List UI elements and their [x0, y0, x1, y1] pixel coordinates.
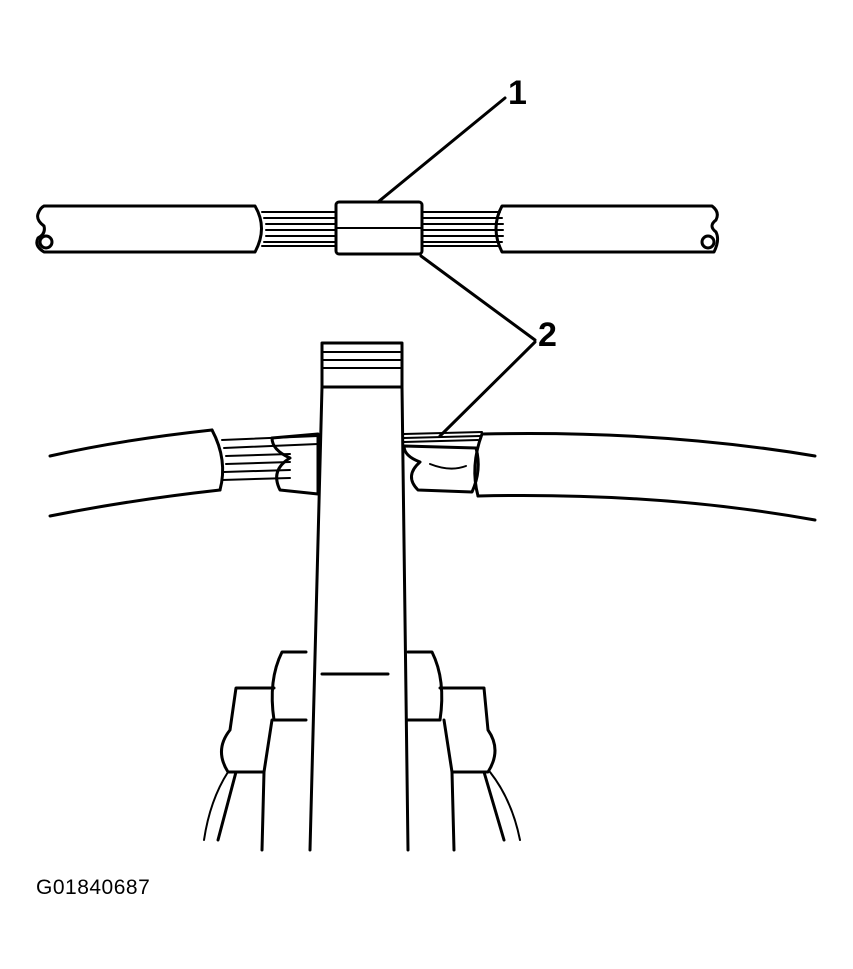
- leader-2a: [419, 254, 537, 342]
- left-wire-end: [38, 234, 54, 250]
- right-crimp-sleeve: [402, 444, 480, 494]
- right-exposed-strands: [421, 211, 504, 247]
- tool-jaw-tip: [320, 341, 404, 389]
- left-wire-bottom-edge: [48, 488, 222, 518]
- tool-right-handle: [450, 770, 506, 852]
- wire-being-crimped: [48, 428, 817, 522]
- left-exposed-strands: [261, 211, 337, 247]
- right-wire-bottom-edge: [476, 494, 817, 522]
- tool-left-handle: [216, 770, 266, 852]
- left-wire-top-edge: [48, 428, 214, 458]
- callout-label-1: 1: [508, 74, 527, 112]
- completed-splice: [35, 200, 720, 256]
- right-wire-end: [700, 234, 716, 250]
- leader-lines: [376, 96, 537, 438]
- left-wire-insulation: [35, 204, 263, 254]
- right-wire-top-edge: [480, 431, 817, 458]
- tool-right-pivot: [406, 650, 444, 722]
- tool-jaw-body: [308, 385, 410, 852]
- crimping-tool: [203, 341, 521, 852]
- tool-left-pivot: [270, 650, 308, 722]
- figure-id: G01840687: [36, 876, 151, 899]
- leader-1: [376, 96, 507, 204]
- tool-right-cheek: [438, 686, 497, 774]
- leader-2b: [438, 340, 537, 438]
- tool-left-cheek: [220, 686, 276, 774]
- callout-label-2: 2: [538, 316, 557, 354]
- right-wire-insulation: [494, 204, 720, 254]
- left-crimp-sleeve: [270, 432, 320, 496]
